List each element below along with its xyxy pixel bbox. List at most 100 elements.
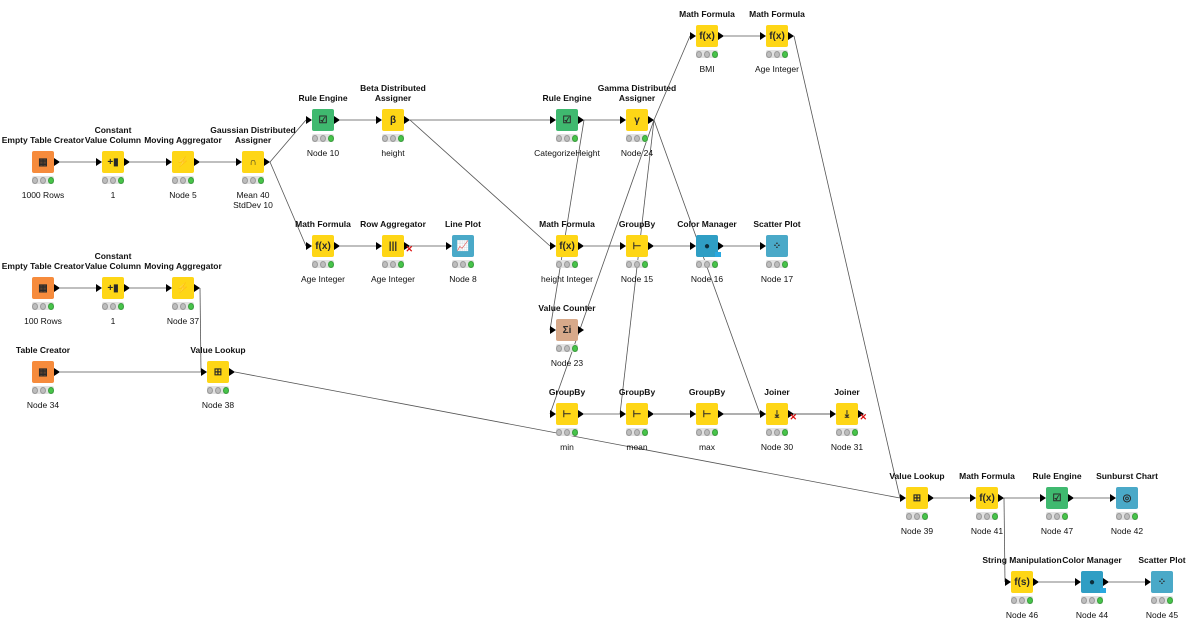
input-port[interactable] (96, 158, 102, 166)
output-port[interactable] (718, 32, 724, 40)
input-port[interactable] (550, 410, 556, 418)
input-port[interactable] (970, 494, 976, 502)
node-n_cm16[interactable]: ● (690, 235, 724, 257)
node-n_line[interactable]: 📈 (446, 235, 474, 257)
node-n_gb_mean[interactable]: ⊢ (620, 403, 654, 425)
output-port[interactable] (718, 242, 724, 250)
input-port[interactable] (236, 158, 242, 166)
node-n_rule_cat[interactable]: ☑ (550, 109, 584, 131)
connection-n_ma2-to-n_vl38[interactable] (199, 287, 202, 373)
connection-n_mf_ageint-to-n_vl39[interactable] (793, 35, 901, 499)
node-n_cm44[interactable]: ● (1075, 571, 1109, 593)
node-n_gb15[interactable]: ⊢ (620, 235, 654, 257)
node-n_join30[interactable]: ⤓✕ (760, 403, 797, 425)
connection-n_gamma-to-n_gb_min[interactable] (549, 119, 655, 415)
input-port[interactable] (550, 242, 556, 250)
output-port[interactable] (998, 494, 1004, 502)
input-port[interactable] (550, 116, 556, 124)
output-port[interactable] (264, 158, 270, 166)
input-port[interactable] (1075, 578, 1081, 586)
node-n_gb_max[interactable]: ⊢ (690, 403, 724, 425)
output-port[interactable] (1068, 494, 1074, 502)
connection-n_beta-to-n_mf_hint[interactable] (409, 119, 551, 247)
input-port[interactable] (620, 242, 626, 250)
output-port[interactable] (1033, 578, 1039, 586)
node-n_vl38[interactable]: ⊞ (201, 361, 235, 383)
output-port[interactable] (858, 410, 864, 418)
output-port[interactable] (648, 242, 654, 250)
input-port[interactable] (166, 158, 172, 166)
input-port[interactable] (760, 32, 766, 40)
output-port[interactable] (578, 116, 584, 124)
node-n_cvc2[interactable]: +▮ (96, 277, 130, 299)
input-port[interactable] (690, 32, 696, 40)
input-port[interactable] (690, 242, 696, 250)
output-port[interactable] (788, 410, 794, 418)
node-n_sm46[interactable]: f(s) (1005, 571, 1039, 593)
input-port[interactable] (1110, 494, 1116, 502)
output-port[interactable] (928, 494, 934, 502)
output-port[interactable] (648, 410, 654, 418)
output-port[interactable] (578, 242, 584, 250)
output-port[interactable] (229, 368, 235, 376)
node-n_rule10[interactable]: ☑ (306, 109, 340, 131)
node-n_mf41[interactable]: f(x) (970, 487, 1004, 509)
output-port[interactable] (54, 158, 60, 166)
output-port[interactable] (718, 410, 724, 418)
node-n_rule47[interactable]: ☑ (1040, 487, 1074, 509)
input-port[interactable] (201, 368, 207, 376)
connection-n_gauss-to-n_rule10[interactable] (269, 119, 307, 163)
input-port[interactable] (1005, 578, 1011, 586)
connection-n_mf41-to-n_sm46[interactable] (1003, 497, 1006, 583)
input-port[interactable] (306, 116, 312, 124)
output-port[interactable] (334, 116, 340, 124)
node-n_gamma[interactable]: γ (620, 109, 654, 131)
node-n_mf_ageint[interactable]: f(x) (760, 25, 794, 47)
node-n_sp45[interactable]: ⁘ (1145, 571, 1173, 593)
input-port[interactable] (376, 242, 382, 250)
node-n_sp17[interactable]: ⁘ (760, 235, 788, 257)
node-n_vl39[interactable]: ⊞ (900, 487, 934, 509)
node-n_etc1[interactable]: ▦ (32, 151, 60, 173)
output-port[interactable] (1103, 578, 1109, 586)
node-n_mf_bmi[interactable]: f(x) (690, 25, 724, 47)
connection-n_gamma-to-n_mf_bmi[interactable] (653, 35, 691, 121)
node-n_gauss[interactable]: ∩ (236, 151, 270, 173)
output-port[interactable] (54, 284, 60, 292)
input-port[interactable] (760, 410, 766, 418)
connection-n_rule_cat-to-n_vc23[interactable] (549, 119, 585, 331)
node-n_mf_hint[interactable]: f(x) (550, 235, 584, 257)
output-port[interactable] (194, 158, 200, 166)
node-n_sun42[interactable]: ◎ (1110, 487, 1138, 509)
node-n_tc[interactable]: ▦ (32, 361, 60, 383)
input-port[interactable] (96, 284, 102, 292)
input-port[interactable] (166, 284, 172, 292)
output-port[interactable] (194, 284, 200, 292)
input-port[interactable] (1040, 494, 1046, 502)
input-port[interactable] (550, 326, 556, 334)
output-port[interactable] (404, 116, 410, 124)
node-n_rowagg[interactable]: |||✕ (376, 235, 413, 257)
output-port[interactable] (648, 116, 654, 124)
node-n_vc23[interactable]: Σi (550, 319, 584, 341)
output-port[interactable] (578, 326, 584, 334)
node-n_join31[interactable]: ⤓✕ (830, 403, 867, 425)
input-port[interactable] (446, 242, 452, 250)
input-port[interactable] (1145, 578, 1151, 586)
output-port[interactable] (124, 158, 130, 166)
node-n_ma1[interactable]: ⚡ (166, 151, 200, 173)
output-port[interactable] (404, 242, 410, 250)
input-port[interactable] (620, 116, 626, 124)
input-port[interactable] (620, 410, 626, 418)
output-port[interactable] (788, 32, 794, 40)
input-port[interactable] (376, 116, 382, 124)
connection-n_gauss-to-n_mf_age1[interactable] (269, 161, 307, 247)
input-port[interactable] (900, 494, 906, 502)
output-port[interactable] (578, 410, 584, 418)
node-n_mf_age1[interactable]: f(x) (306, 235, 340, 257)
node-n_cvc1[interactable]: +▮ (96, 151, 130, 173)
output-port[interactable] (124, 284, 130, 292)
node-n_gb_min[interactable]: ⊢ (550, 403, 584, 425)
node-n_beta[interactable]: β (376, 109, 410, 131)
